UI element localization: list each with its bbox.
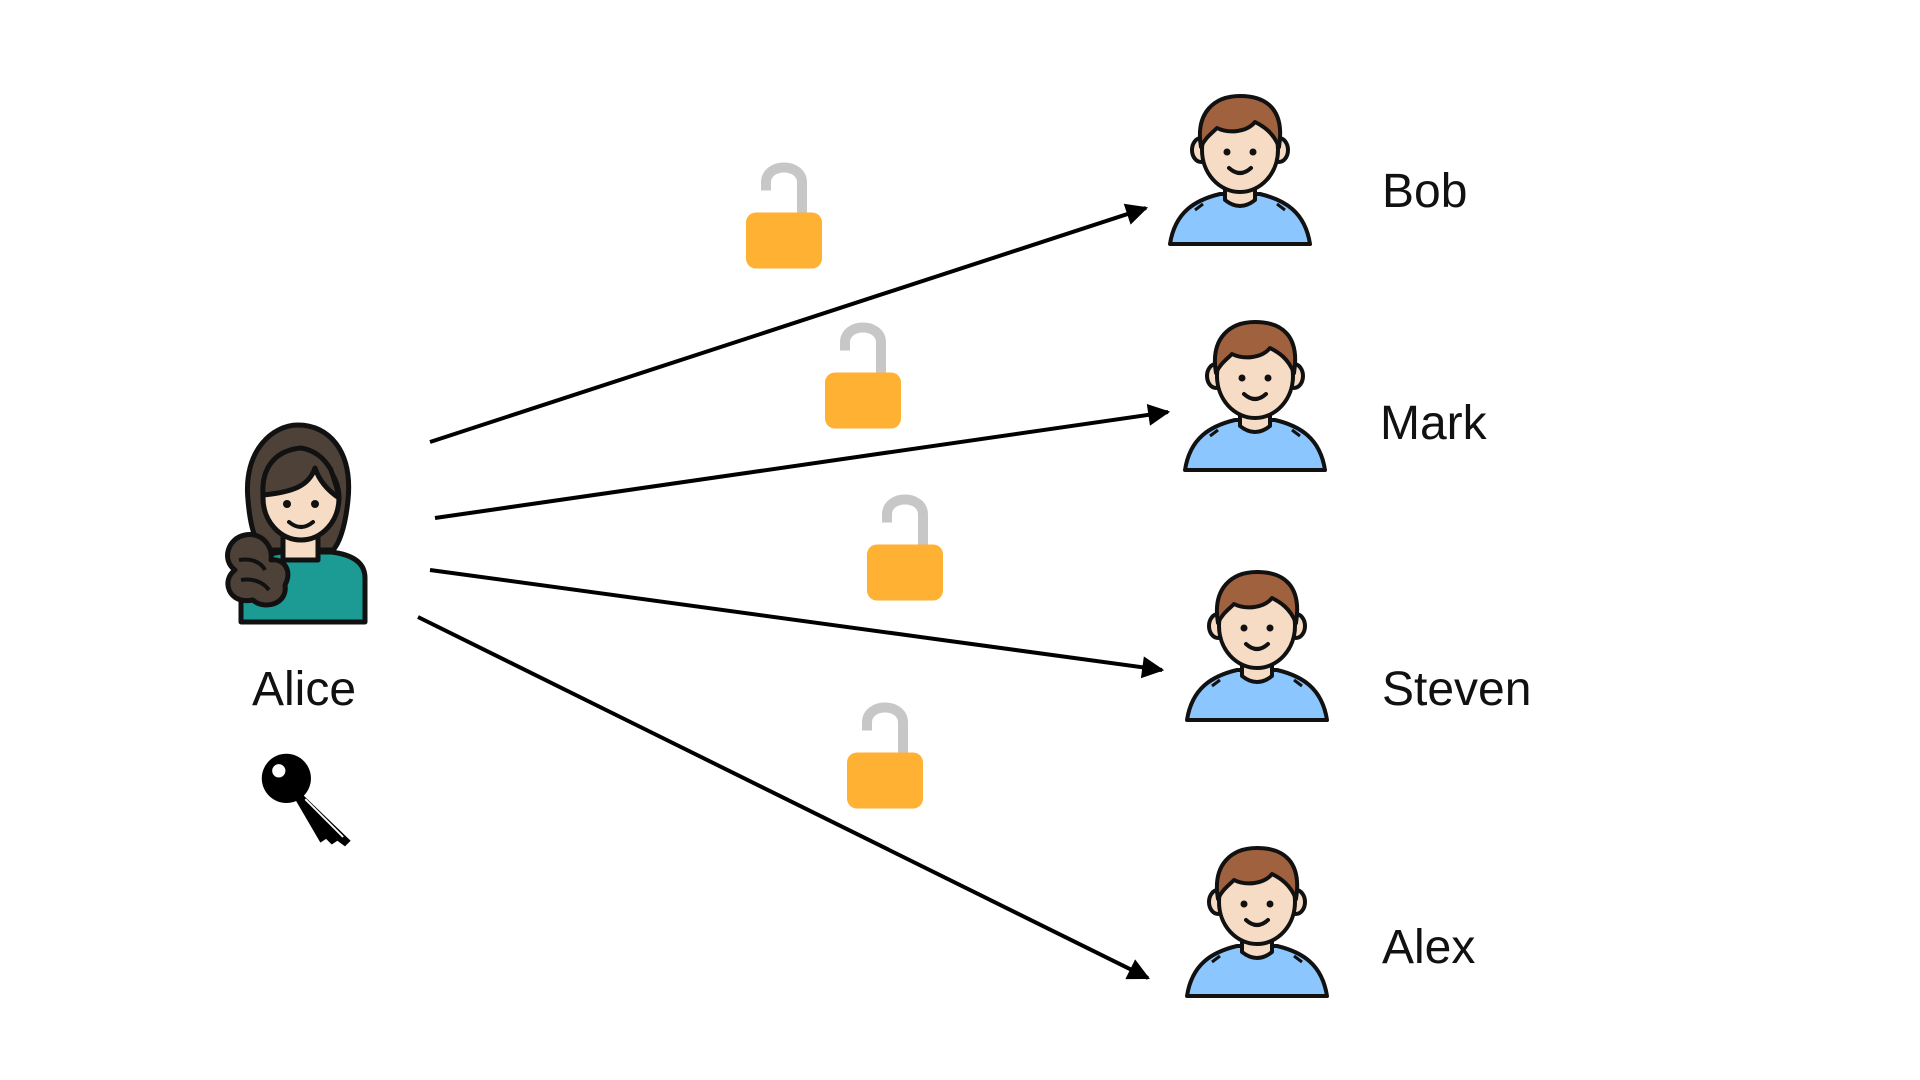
arrow-to-bob [429, 203, 1149, 444]
arrow-to-steven [429, 568, 1165, 679]
woman-avatar-icon [228, 425, 365, 622]
man-avatar-icon [1183, 320, 1327, 472]
padlocks [746, 168, 943, 809]
arrow-to-alex [417, 615, 1150, 980]
man-avatar-icon [1185, 846, 1329, 998]
sender-name: Alice [252, 663, 357, 716]
key-icon [260, 752, 352, 848]
open-padlock-icon [746, 168, 822, 269]
man-avatar-icon [1168, 94, 1312, 246]
open-padlock-icon [847, 708, 923, 809]
recipient-name-bob: Bob [1382, 165, 1468, 218]
recipient-name-steven: Steven [1382, 663, 1532, 716]
recipient-name-alex: Alex [1382, 921, 1476, 974]
recipient-name-mark: Mark [1380, 397, 1487, 450]
arrow-to-mark [434, 403, 1171, 520]
open-padlock-icon [825, 328, 901, 429]
arrows [417, 203, 1171, 980]
open-padlock-icon [867, 500, 943, 601]
man-avatar-icon [1185, 570, 1329, 722]
